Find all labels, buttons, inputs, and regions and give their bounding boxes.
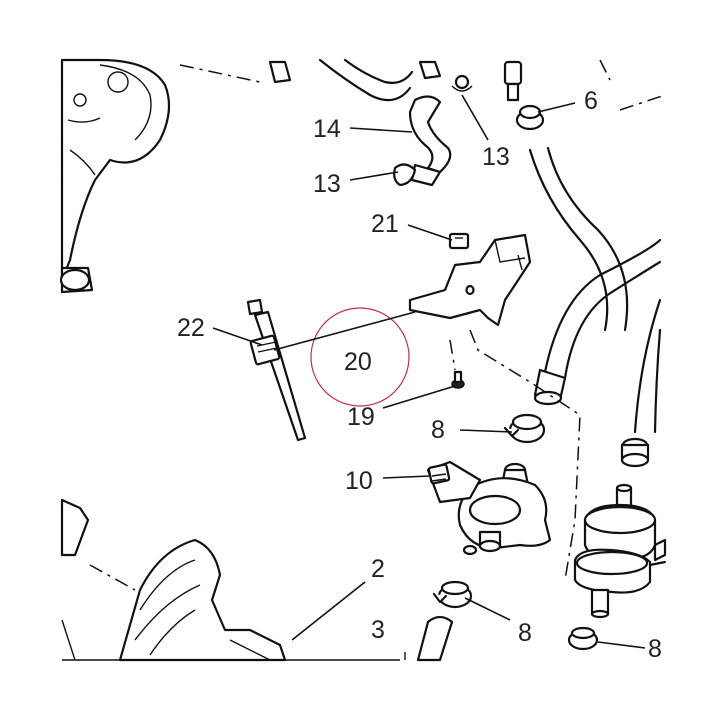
leader-20 <box>273 311 416 351</box>
callout-10: 10 <box>345 467 373 495</box>
bracket-20 <box>408 233 532 327</box>
long-hose-outline-a <box>528 148 609 332</box>
callout-14: 14 <box>313 115 341 143</box>
right-hose-outline-d <box>653 328 662 434</box>
hose-14 <box>408 95 452 187</box>
callout-13-right: 13 <box>482 143 510 171</box>
highlight-circle <box>310 307 410 407</box>
callout-3: 3 <box>371 616 385 644</box>
callout-6: 6 <box>584 87 598 115</box>
upper-hose-outline-b <box>343 58 414 84</box>
lower-hose-stub <box>416 615 454 662</box>
centre-line-upper-right <box>619 94 666 111</box>
leader-14 <box>349 127 413 133</box>
shroud-2 <box>60 498 287 662</box>
right-hose-outline-c <box>633 298 662 434</box>
leader-10 <box>382 475 431 479</box>
centre-line-bottom-left <box>89 564 136 591</box>
callout-8-right: 8 <box>648 635 662 663</box>
callout-21: 21 <box>371 210 399 238</box>
right-hose-outline-b <box>563 260 662 380</box>
clamp-6 <box>515 104 545 131</box>
clamp-8-middle <box>503 413 546 444</box>
purge-valve-10 <box>426 460 552 556</box>
right-hose-outline-a <box>543 238 662 374</box>
cable-tie-22 <box>246 298 307 442</box>
clip-13-lower <box>393 163 417 187</box>
centre-line-top <box>179 64 261 83</box>
leader-22 <box>212 327 263 346</box>
clamp-8-lower <box>432 580 473 609</box>
callout-2: 2 <box>371 555 385 583</box>
leader-19 <box>382 385 456 409</box>
centre-line-right <box>599 59 611 81</box>
leader-21 <box>407 224 453 241</box>
leader-8-lower <box>464 597 511 621</box>
leader-8-right <box>597 641 646 649</box>
long-hose-outline-b <box>546 146 629 332</box>
clip-21 <box>448 232 470 250</box>
leader-13-right <box>461 94 489 141</box>
upper-hose-outline-a <box>318 58 412 102</box>
leader-13-left <box>349 171 399 181</box>
engine-casing-fragment <box>59 58 171 294</box>
clamp-8-right <box>567 626 599 651</box>
clip-13-upper <box>451 74 473 92</box>
hose-end-8 <box>533 368 567 406</box>
fitting-top <box>268 60 523 102</box>
leader-6 <box>537 102 576 113</box>
leader-8-middle <box>459 429 513 433</box>
callout-22: 22 <box>177 314 205 342</box>
callout-20: 20 <box>344 348 372 376</box>
callout-19: 19 <box>347 403 375 431</box>
callout-8-middle: 8 <box>431 416 445 444</box>
leader-2 <box>291 581 366 641</box>
callout-8-lower: 8 <box>518 619 532 647</box>
filter-canister <box>573 437 667 619</box>
assembly-line-screw <box>449 339 456 371</box>
callout-13-left: 13 <box>313 170 341 198</box>
